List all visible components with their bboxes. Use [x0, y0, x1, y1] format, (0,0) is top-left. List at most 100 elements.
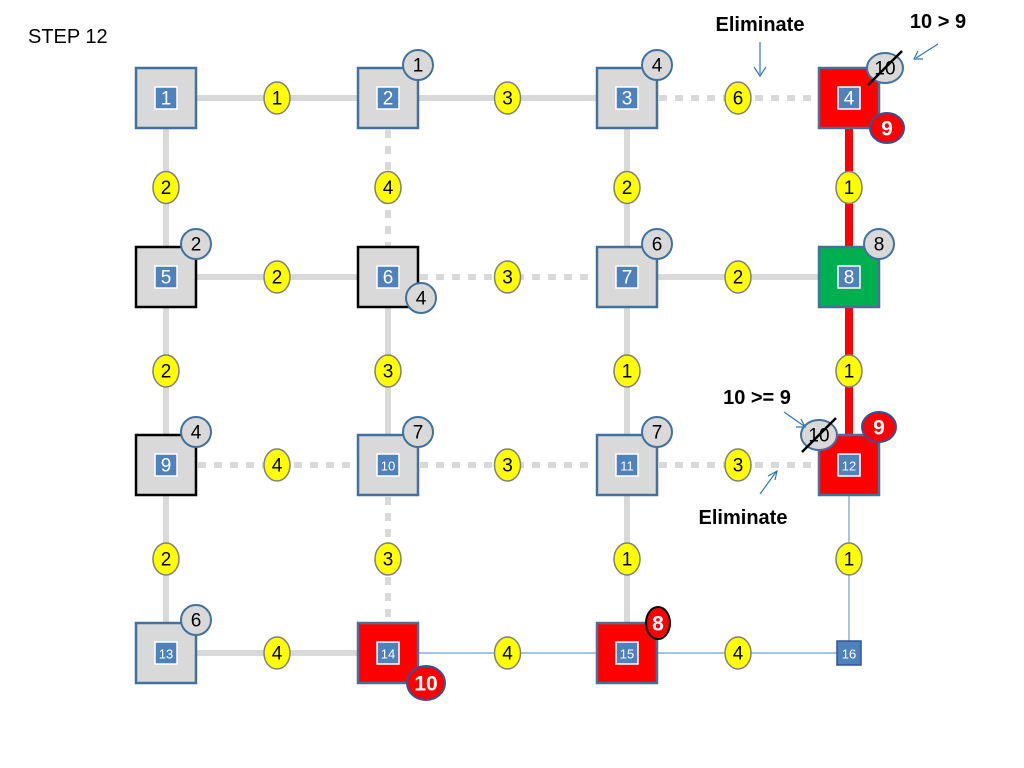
distance-badge-circle [641, 228, 673, 260]
distance-value: 1 [413, 56, 424, 77]
edge-weight-label: 1 [844, 362, 855, 383]
distance-badge-circle [405, 282, 437, 314]
nodes-layer: 1213449105264768894107117129101361410158… [134, 49, 905, 701]
edge-weight-badge [374, 170, 402, 205]
distance-badge-circle [180, 604, 212, 636]
edges-layer [163, 95, 853, 656]
node-id-label: 13 [159, 647, 173, 662]
edge-weight-badge [263, 636, 291, 670]
node-id-label: 9 [161, 456, 172, 477]
node-3: 34 [595, 49, 673, 130]
distance-badge: 7 [402, 416, 434, 448]
node-5: 52 [134, 228, 212, 309]
eliminate-top-arrowhead [753, 66, 767, 78]
distance-value: 4 [416, 289, 427, 310]
node-12: 12910 [800, 411, 897, 497]
edge-weight-12-16: 1 [835, 542, 863, 576]
node-box [134, 433, 198, 497]
distance-value: 7 [652, 423, 663, 444]
edge-weight-badge [152, 542, 180, 576]
edge-weight-15-16: 4 [724, 636, 752, 670]
compare-mid-arrowhead [796, 418, 806, 428]
edge-weight-badge [835, 354, 863, 388]
edge-weight-badge [724, 636, 752, 670]
edge-weight-badge [493, 260, 522, 294]
distance-value: 9 [881, 118, 893, 141]
edge-weight-badge [724, 448, 752, 482]
edge-weight-11-12: 3 [724, 448, 752, 482]
distance-badge-circle [641, 416, 673, 448]
distance-badge: 8 [645, 606, 671, 640]
edge-weight-label: 4 [272, 644, 283, 665]
node-7: 76 [595, 228, 673, 309]
distance-value: 6 [191, 611, 202, 632]
edge-weight-6-7: 3 [493, 260, 522, 294]
distance-badge: 1 [402, 49, 434, 81]
edge-weight-badge [263, 81, 291, 115]
old-distance-badge: 10 [800, 417, 838, 453]
node-id-label: 14 [381, 647, 395, 662]
eliminate-annotation-top: Eliminate [716, 14, 805, 36]
edge-weight-label: 4 [733, 644, 744, 665]
distance-value: 4 [191, 423, 202, 444]
node-id-box [154, 86, 178, 110]
node-16: 16 [836, 640, 862, 666]
distance-badge-circle [180, 228, 212, 260]
node-id-box [615, 86, 639, 110]
edge-weight-5-6: 2 [263, 260, 291, 294]
node-15: 158 [595, 606, 671, 685]
node-id-label: 4 [844, 89, 855, 110]
node-id-label: 8 [844, 268, 855, 289]
old-distance-badge: 10 [866, 50, 904, 86]
node-id-box [154, 453, 178, 477]
node-id-box [376, 453, 400, 477]
edge-weight-14-15: 4 [493, 636, 522, 670]
edge-weight-2-3: 3 [493, 81, 522, 115]
edge-weight-label: 1 [622, 362, 633, 383]
node-11: 117 [595, 416, 673, 497]
edge-weight-badge [613, 170, 641, 205]
distance-value: 6 [652, 235, 663, 256]
edge-weight-13-14: 4 [263, 636, 291, 670]
node-id-box [154, 641, 178, 665]
node-id-label: 10 [381, 459, 395, 474]
edge-weight-badge [613, 354, 641, 388]
edge-weight-badge [493, 81, 522, 115]
node-id-box [615, 641, 639, 665]
eliminate-mid-arrow [759, 471, 777, 495]
node-id-box [615, 265, 639, 289]
distance-badge: 6 [641, 228, 673, 260]
edge-weight-2-6: 4 [374, 170, 402, 205]
distance-badge: 2 [180, 228, 212, 260]
node-9: 94 [134, 416, 212, 497]
step-title: STEP 12 [28, 26, 108, 48]
node-13: 13 6 [134, 604, 212, 685]
edge-weight-7-11: 1 [613, 354, 641, 388]
edge-weight-7-8: 2 [724, 260, 752, 294]
strikethrough-line [867, 50, 903, 86]
edge-weight-label: 3 [383, 550, 394, 571]
node-id-label: 12 [842, 459, 856, 474]
node-id-box [376, 86, 400, 110]
distance-value: 7 [413, 423, 424, 444]
node-id-box [837, 86, 861, 110]
compare-top-arrowhead [913, 50, 923, 60]
edge-weight-9-10: 4 [263, 448, 291, 482]
edge-weight-10-11: 3 [493, 448, 522, 482]
edge-weight-label: 3 [733, 456, 744, 477]
distance-value: 4 [652, 56, 663, 77]
edge-weight-label: 4 [383, 178, 394, 199]
distance-badge-circle [180, 416, 212, 448]
edge-weight-label: 2 [622, 178, 633, 199]
compare-annotation-mid: 10 >= 9 [723, 387, 791, 409]
edge-weight-1-2: 1 [263, 81, 291, 115]
eliminate-annotation-mid: Eliminate [699, 507, 788, 529]
node-id-label: 3 [622, 89, 633, 110]
node-id-label: 6 [383, 268, 394, 289]
strikethrough-line [801, 417, 837, 453]
edge-weight-label: 2 [733, 268, 744, 289]
distance-badge-circle [861, 411, 897, 443]
edge-weight-9-13: 2 [152, 542, 180, 576]
edge-weight-badge [835, 542, 863, 576]
compare-top-arrow [915, 43, 939, 59]
